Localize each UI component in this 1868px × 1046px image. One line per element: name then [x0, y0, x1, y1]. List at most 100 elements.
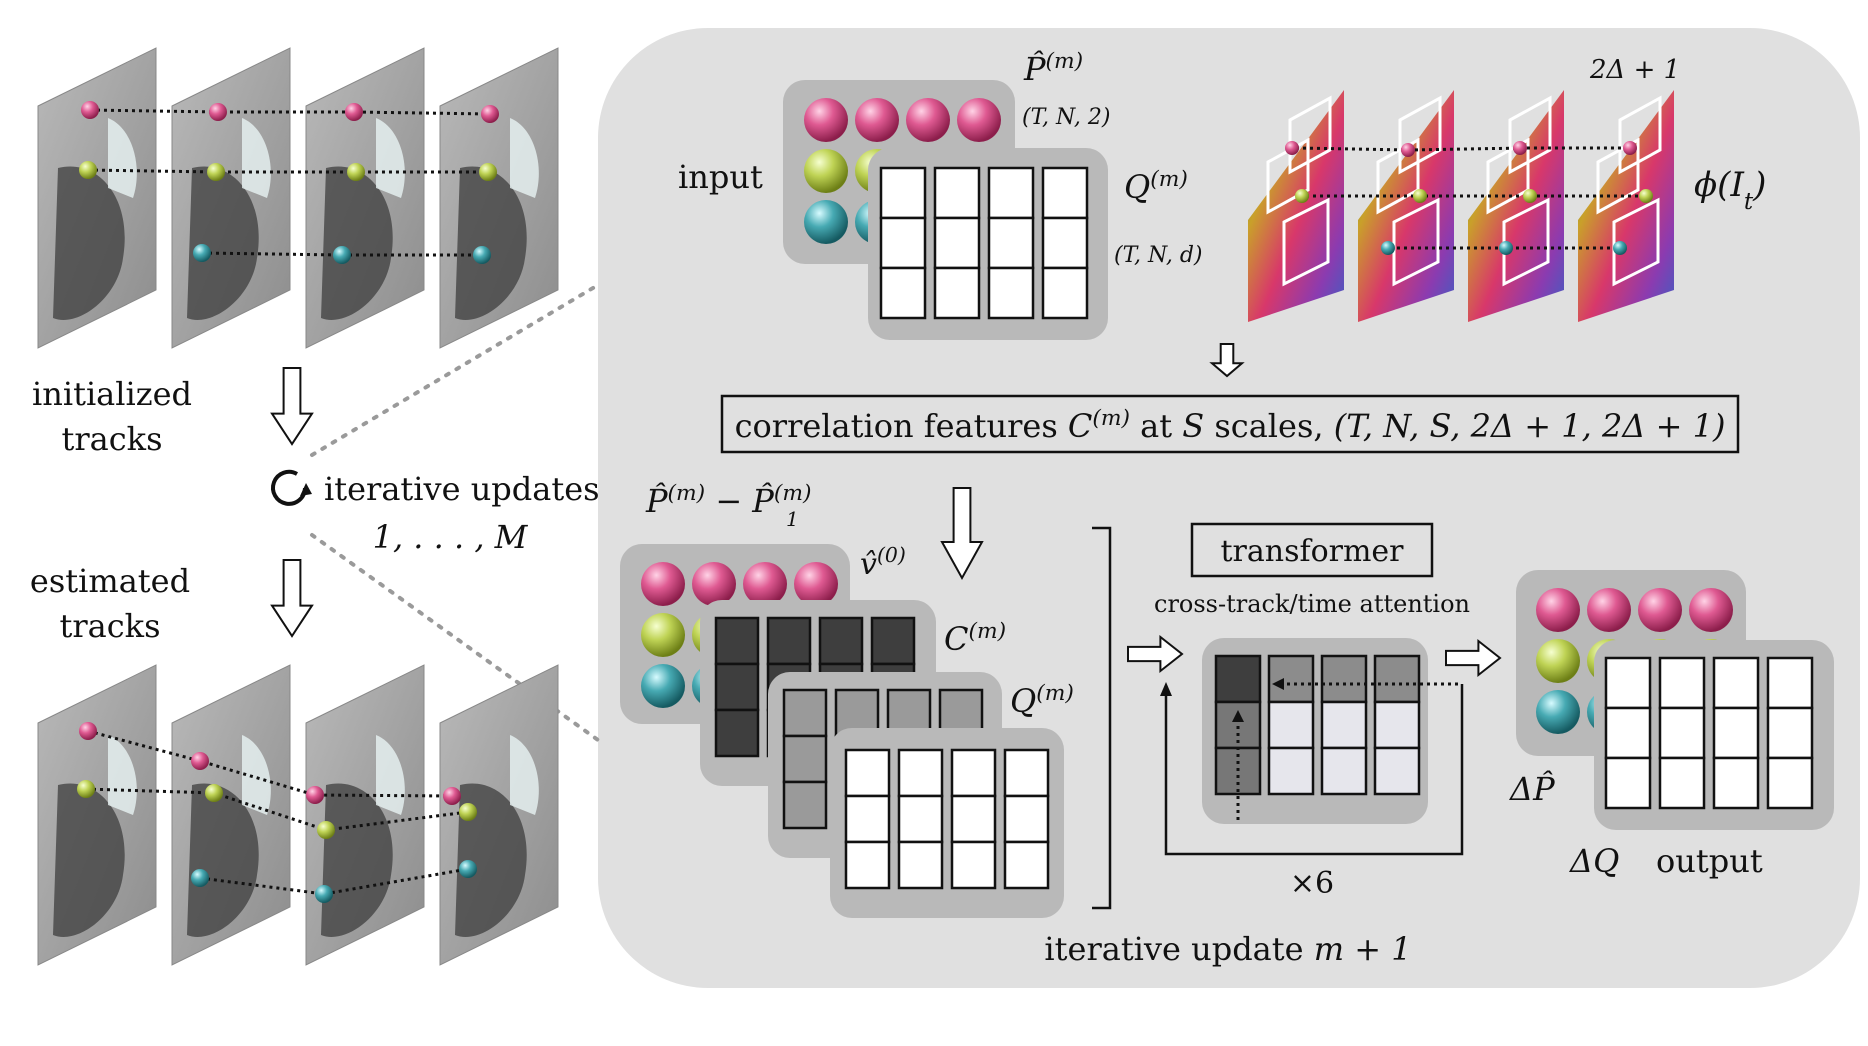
- bottom-frame-1: [37, 664, 157, 966]
- out-q-cell-1-1: [1658, 706, 1706, 760]
- v-hat-label: v̂(0): [860, 543, 906, 582]
- out-q-cell-2-2: [1712, 756, 1760, 810]
- down-arrow-left-1: [270, 367, 314, 446]
- input-q-cell-2-0: [879, 266, 927, 320]
- bottom-frame-4: [439, 664, 559, 966]
- input-q-cell-1-3: [1041, 216, 1089, 270]
- stack-c-cell-0-0: [714, 616, 760, 666]
- stack-q-cell-0-3: [1003, 748, 1050, 798]
- out-q-cell-0-1: [1658, 656, 1706, 710]
- out-q-cell-2-0: [1604, 756, 1652, 810]
- stack-v-cell-1-0: [782, 734, 828, 784]
- stack-c-cell-2-0: [714, 708, 760, 758]
- attn-cell-0-0: [1214, 654, 1262, 704]
- stack-q-cell-0-2: [950, 748, 997, 798]
- init-point-lime-2: [347, 163, 365, 181]
- zoom-connector-top: [310, 283, 600, 457]
- delta-label: 2Δ + 1: [1589, 55, 1680, 85]
- iterative-label-1: iterative updates: [324, 470, 600, 508]
- cat-silhouette: [53, 166, 125, 320]
- attn-cell-0-1: [1267, 654, 1315, 704]
- top-frame-3: [305, 47, 425, 349]
- cat-paw: [108, 735, 137, 815]
- feat-lime-1: [1413, 189, 1427, 203]
- stack-q-cell-0-0: [844, 748, 891, 798]
- out-q-cell-1-0: [1604, 706, 1652, 760]
- transformer-box: [1190, 522, 1434, 578]
- feat-lime-0: [1295, 189, 1309, 203]
- input-label: input: [678, 158, 763, 196]
- feature-map-2: [1358, 90, 1454, 322]
- init-point-lime-3: [479, 163, 497, 181]
- out-p-ball-0-3: [1689, 588, 1733, 632]
- cat-silhouette: [455, 783, 527, 937]
- cat-silhouette: [187, 783, 259, 937]
- out-p-ball-0-2: [1638, 588, 1682, 632]
- input-p-ball-2-0: [804, 200, 848, 244]
- attn-time-head: [1272, 678, 1284, 690]
- initialized-label-1: initialized: [32, 375, 192, 413]
- feat-pink-1: [1401, 143, 1415, 157]
- feat-track-pink: [1295, 146, 1632, 152]
- attn-track-head: [1232, 710, 1244, 722]
- cat-paw: [376, 735, 405, 815]
- top-frame-2: [171, 47, 291, 349]
- iterative-label-2: 1, . . . , M: [373, 518, 529, 556]
- correlation-box: [720, 394, 1740, 454]
- stack-q-cell-2-1: [897, 840, 944, 890]
- out-p-ball-2-0: [1536, 690, 1580, 734]
- out-p-ball-1-0: [1536, 639, 1580, 683]
- input-q-cell-2-1: [933, 266, 981, 320]
- estimated-label-2: tracks: [60, 607, 161, 645]
- correlation-text: correlation features C(m) at S scales, (…: [735, 406, 1726, 446]
- output-label: output: [1656, 842, 1763, 880]
- est-track-lime: [85, 787, 469, 832]
- down-arrow-correlation: [940, 487, 984, 581]
- init-point-lime-0: [79, 161, 97, 179]
- window-c-3: [1612, 197, 1660, 287]
- stack-q-cell-1-2: [950, 794, 997, 844]
- input-p-ball-0-2: [906, 98, 950, 142]
- feat-lime-3: [1639, 189, 1653, 203]
- out-q-cell-1-3: [1766, 706, 1814, 760]
- est-point-pink-2: [306, 786, 324, 804]
- stack-p-ball-0-0: [641, 562, 685, 606]
- out-p-ball-0-1: [1587, 588, 1631, 632]
- stack-c-cell-0-3: [870, 616, 916, 666]
- q-label: Q(m): [1124, 167, 1188, 207]
- stack-c-cell-0-2: [818, 616, 864, 666]
- feature-map-4: [1578, 90, 1674, 322]
- window-c-1: [1392, 197, 1440, 287]
- out-q-cell-0-0: [1604, 656, 1652, 710]
- init-point-pink-2: [345, 103, 363, 121]
- down-arrow-left-2: [270, 559, 314, 638]
- init-point-lime-1: [207, 163, 225, 181]
- feat-lime-2: [1523, 189, 1537, 203]
- attn-cell-1-3: [1373, 700, 1421, 750]
- input-q-cell-0-1: [933, 166, 981, 220]
- feat-pink-2: [1513, 141, 1527, 155]
- cat-silhouette: [321, 166, 393, 320]
- cat-silhouette: [455, 166, 527, 320]
- stack-q-cell-1-3: [1003, 794, 1050, 844]
- input-q-cell-1-0: [879, 216, 927, 270]
- feature-map-3: [1468, 90, 1564, 322]
- stack-p-ball-0-2: [743, 562, 787, 606]
- q2-label: Q(m): [1010, 681, 1074, 721]
- input-q-cell-1-2: [987, 216, 1035, 270]
- est-point-teal-1: [315, 885, 333, 903]
- diff-label: P̂(m) − P̂(m): [645, 481, 811, 521]
- p-hat-shape: (T, N, 2): [1022, 105, 1110, 130]
- stack-c-cell-1-0: [714, 662, 760, 712]
- feat-teal-0: [1381, 241, 1395, 255]
- phi-label: ϕ(It): [1694, 165, 1766, 215]
- delta-q-label: ΔQ: [1568, 842, 1619, 880]
- estimated-label-1: estimated: [30, 562, 190, 600]
- cat-paw: [510, 118, 539, 198]
- zoom-connector-bottom: [310, 533, 600, 742]
- input-p-ball-0-0: [804, 98, 848, 142]
- delta-p-label: ΔP̂: [1508, 770, 1555, 808]
- cat-silhouette: [187, 166, 259, 320]
- stack-p-ball-2-0: [641, 664, 685, 708]
- stack-v-cell-2-0: [782, 780, 828, 830]
